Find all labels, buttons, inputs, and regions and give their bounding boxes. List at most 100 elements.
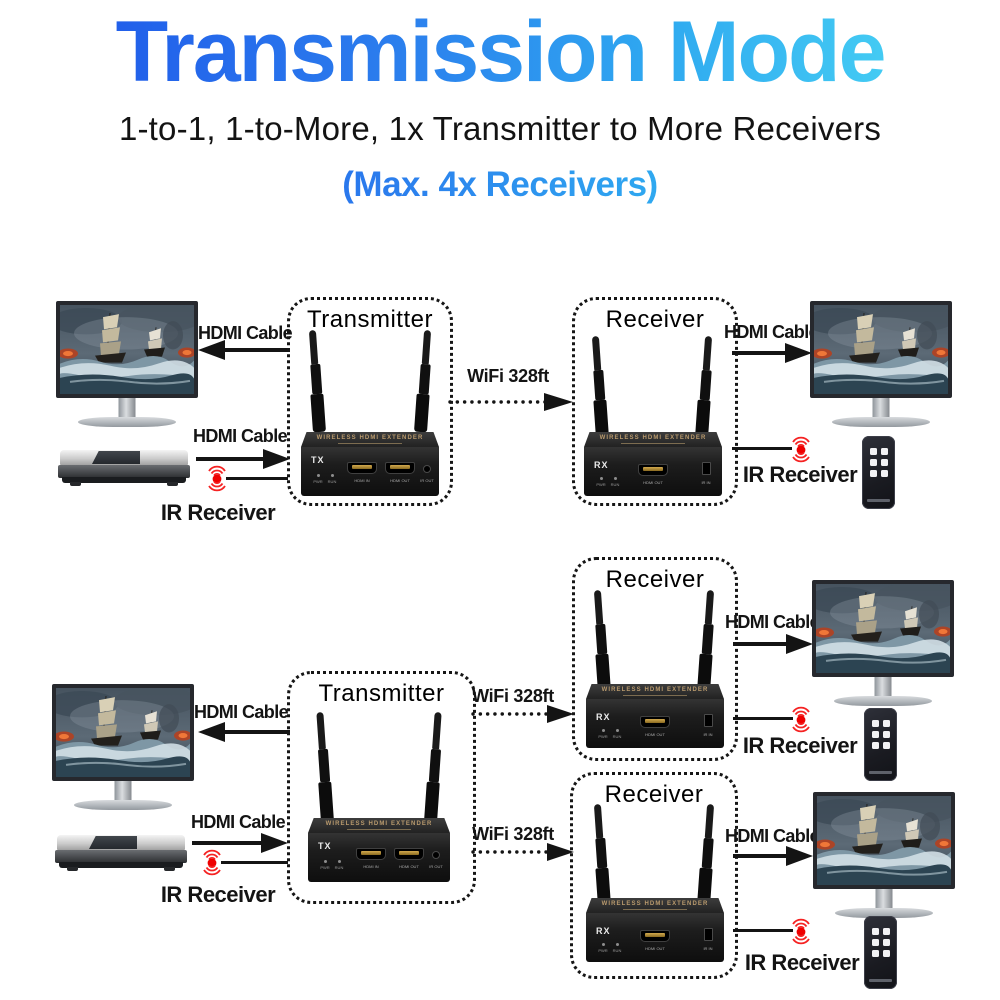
hdmi-cable-arrow-right xyxy=(732,343,812,363)
receiver-group-box: Receiver xyxy=(572,297,738,506)
ir-wire xyxy=(732,447,792,450)
hdmi-cable-arrow-right xyxy=(733,634,813,654)
antenna xyxy=(697,590,717,693)
monitor-stand xyxy=(872,398,890,419)
receiver-device: WIRELESS HDMI EXTENDER RX PWR RUN HDMI O… xyxy=(586,590,724,748)
hdmi-cable-label: HDMI Cable xyxy=(724,826,820,846)
antenna xyxy=(589,336,609,439)
run-led xyxy=(331,474,334,477)
ir-out-label: IR OUT xyxy=(420,478,434,483)
power-led xyxy=(602,729,605,732)
hdmi-cable-label: HDMI Cable xyxy=(724,612,820,632)
run-led-label: RUN xyxy=(612,948,622,953)
monitor-display xyxy=(810,301,952,435)
monitor-stand xyxy=(874,677,892,698)
tx-tag: TX xyxy=(311,455,325,465)
rx-tag: RX xyxy=(596,712,611,722)
receiver-group-box: Receiver xyxy=(570,772,738,979)
wifi-dotted-arrow xyxy=(471,705,574,723)
device-top: WIRELESS HDMI EXTENDER xyxy=(308,818,450,833)
monitor-stand xyxy=(114,781,132,802)
settop-box xyxy=(58,447,190,487)
max-receivers-note: (Max. 4x Receivers) xyxy=(0,165,1000,205)
antenna xyxy=(414,330,434,433)
hdmi-cable-label: HDMI Cable xyxy=(197,323,293,343)
hdmi-cable-label: HDMI Cable xyxy=(723,322,819,342)
hdmi-out-label: HDMI OUT xyxy=(645,946,665,951)
hdmi-cable-arrow-left xyxy=(198,722,290,742)
device-front: TX PWR RUN HDMI IN HDMI OUT IR OUT xyxy=(308,833,450,882)
run-led xyxy=(616,943,619,946)
antenna xyxy=(591,590,611,693)
hdmi-in-label: HDMI IN xyxy=(354,478,370,483)
ir-wire xyxy=(221,861,288,864)
remote-control xyxy=(864,916,897,989)
monitor-display xyxy=(52,684,194,818)
page-title: Transmission Mode xyxy=(0,0,1000,104)
receiver-label: Receiver xyxy=(605,566,705,593)
rx-tag: RX xyxy=(594,460,609,470)
pwr-led-label: PWR xyxy=(598,948,608,953)
monitor-display xyxy=(56,301,198,435)
ir-wire xyxy=(733,929,793,932)
antenna xyxy=(424,712,445,823)
power-led xyxy=(324,860,327,863)
ir-out-label: IR OUT xyxy=(429,864,443,869)
ir-receiver-label: IR Receiver xyxy=(744,950,860,975)
pwr-led-label: PWR xyxy=(596,482,606,487)
hdmi-cable-label: HDMI Cable xyxy=(190,812,286,832)
monitor-screen xyxy=(813,792,955,889)
power-led xyxy=(317,474,320,477)
wifi-distance-label: WiFi 328ft xyxy=(467,366,549,386)
ir-in-port xyxy=(704,714,713,727)
settop-box xyxy=(55,832,187,872)
monitor-stand xyxy=(875,889,893,910)
ir-out-jack xyxy=(423,465,431,473)
run-led xyxy=(616,729,619,732)
device-front: RX PWR RUN HDMI OUT IR IN xyxy=(586,913,724,962)
ir-wire xyxy=(733,717,793,720)
hdmi-out-label: HDMI OUT xyxy=(643,480,663,485)
power-led xyxy=(602,943,605,946)
receiver-device: WIRELESS HDMI EXTENDER RX PWR RUN HDMI O… xyxy=(586,804,724,962)
antenna xyxy=(313,712,334,823)
pwr-led-label: PWR xyxy=(598,734,608,739)
hdmi-out-port xyxy=(638,464,668,476)
run-led xyxy=(614,477,617,480)
transmitter-label: Transmitter xyxy=(318,680,445,707)
run-led-label: RUN xyxy=(612,734,622,739)
hdmi-in-label: HDMI IN xyxy=(363,864,379,869)
ir-in-port xyxy=(704,928,713,941)
hdmi-cable-label: HDMI Cable xyxy=(193,702,289,722)
receiver-label: Receiver xyxy=(604,781,704,808)
ir-in-label: IR IN xyxy=(703,946,713,951)
wifi-distance-label: WiFi 328ft xyxy=(472,686,554,706)
hdmi-in-port xyxy=(356,848,386,860)
device-front: TX PWR RUN HDMI IN HDMI OUT IR OUT xyxy=(301,447,439,496)
etched-brand-text: WIRELESS HDMI EXTENDER xyxy=(601,687,709,693)
ir-out-jack xyxy=(432,851,440,859)
run-led xyxy=(338,860,341,863)
device-front: RX PWR RUN HDMI OUT IR IN xyxy=(586,699,724,748)
device-top: WIRELESS HDMI EXTENDER xyxy=(301,432,439,447)
run-led-label: RUN xyxy=(327,479,337,484)
hdmi-out-port xyxy=(385,462,415,474)
antenna xyxy=(591,804,611,907)
ir-receiver-label: IR Receiver xyxy=(160,882,276,907)
wifi-dotted-arrow xyxy=(471,843,574,861)
ir-in-port xyxy=(702,462,711,475)
power-led xyxy=(600,477,603,480)
etched-brand-text: WIRELESS HDMI EXTENDER xyxy=(325,821,433,827)
monitor-stand xyxy=(118,398,136,419)
hdmi-out-port xyxy=(394,848,424,860)
monitor-screen xyxy=(810,301,952,398)
wifi-dotted-arrow xyxy=(448,393,573,411)
device-top: WIRELESS HDMI EXTENDER xyxy=(586,898,724,913)
remote-control xyxy=(864,708,897,781)
hdmi-cable-label: HDMI Cable xyxy=(192,426,288,446)
receiver-device: WIRELESS HDMI EXTENDER RX PWR RUN HDMI O… xyxy=(584,336,722,496)
monitor-base xyxy=(835,908,933,918)
hdmi-in-port xyxy=(347,462,377,474)
remote-control xyxy=(862,436,895,509)
transmitter-device: WIRELESS HDMI EXTENDER TX PWR RUN HDMI I… xyxy=(308,712,450,882)
